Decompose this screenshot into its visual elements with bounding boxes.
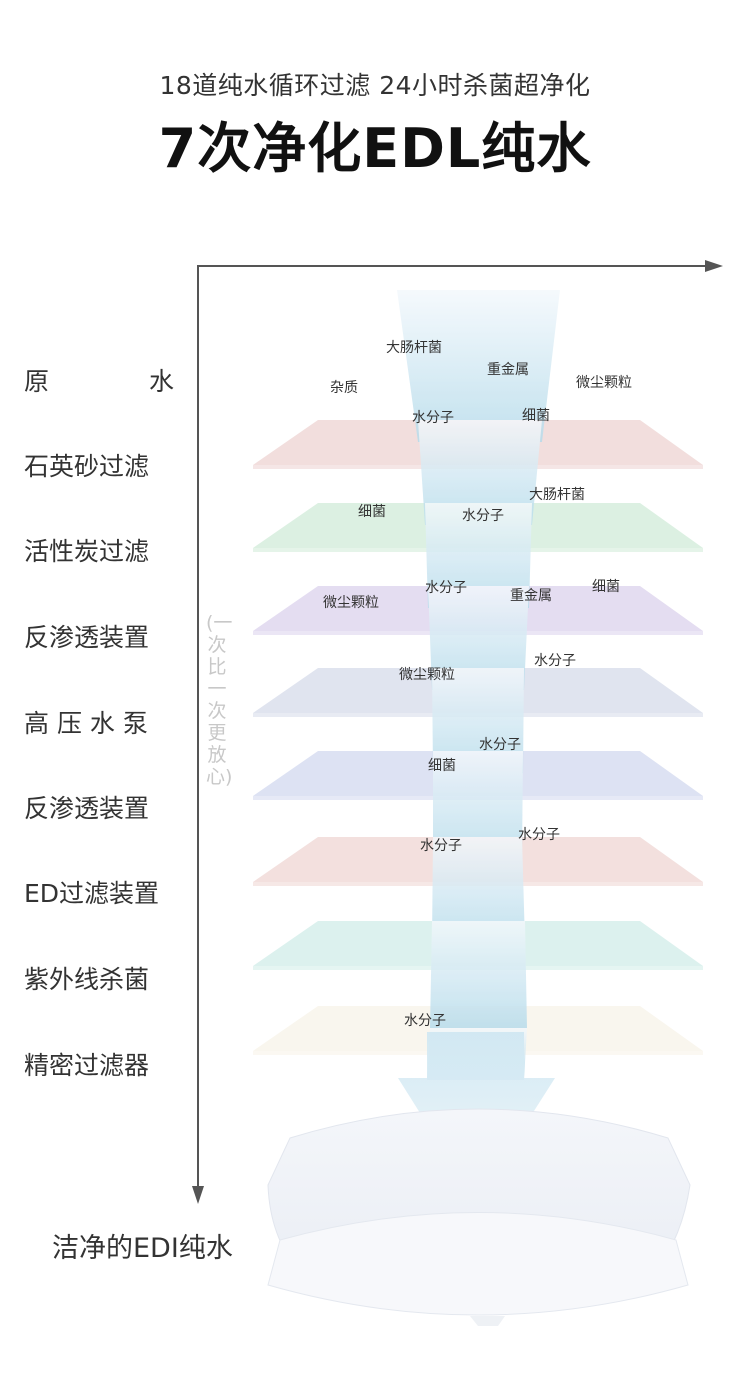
particle-label: 水分子	[404, 1013, 446, 1029]
particle-label: 细菌	[428, 758, 456, 774]
subtitle: 18道纯水循环过滤 24小时杀菌超净化	[159, 71, 591, 100]
particle-label: 细菌	[522, 408, 550, 424]
stage-label: 石英砂过滤	[24, 452, 150, 481]
left-axis-arrow	[192, 1186, 204, 1204]
beam-segment	[397, 290, 560, 442]
beam-segment	[428, 586, 529, 690]
page-title: 7次净化EDL纯水	[158, 117, 592, 180]
particle-label: 细菌	[358, 504, 386, 520]
particle-label: 水分子	[479, 737, 521, 753]
side-note: (一次比一次更放心)	[206, 612, 233, 788]
stage-label: 反渗透装置	[24, 794, 150, 823]
top-axis-line	[197, 265, 707, 267]
particle-label: 水分子	[518, 827, 560, 843]
stage-label-char: 原	[24, 367, 50, 396]
stage-label: 精密过滤器	[24, 1051, 150, 1080]
final-label: 洁净的EDI纯水	[52, 1233, 233, 1264]
particle-label: 水分子	[425, 580, 467, 596]
beam-segment	[425, 503, 532, 608]
top-axis-arrow	[705, 260, 723, 272]
particle-label: 大肠杆菌	[386, 340, 442, 356]
stage-label: 原水	[24, 362, 174, 398]
beam-segment	[430, 921, 527, 1028]
stage-label: 活性炭过滤	[24, 537, 150, 566]
particle-label: 水分子	[534, 653, 576, 669]
particle-label: 微尘颗粒	[323, 595, 379, 611]
bowl-inner-surface	[267, 1212, 689, 1316]
stage-label: 高 压 水 泵	[24, 709, 148, 738]
particle-label: 细菌	[592, 579, 620, 595]
bowl-spout	[470, 1316, 505, 1326]
clean-water-bowl	[267, 1108, 691, 1326]
beam-segment	[432, 837, 525, 943]
beam-segment	[433, 751, 523, 859]
beam-segment	[432, 668, 524, 773]
stage-label: ED过滤装置	[24, 879, 160, 908]
particle-label: 重金属	[487, 362, 529, 378]
left-axis-line	[197, 265, 199, 1190]
stage-label-char: 水	[148, 367, 174, 396]
beam-segment	[418, 420, 542, 525]
particle-label: 水分子	[420, 838, 462, 854]
particle-label: 水分子	[462, 508, 504, 524]
particle-label: 杂质	[330, 380, 358, 396]
particle-label: 重金属	[510, 588, 552, 604]
stage-label: 反渗透装置	[24, 623, 150, 652]
stage-label: 紫外线杀菌	[24, 965, 150, 994]
particle-label: 水分子	[412, 410, 454, 426]
particle-label: 微尘颗粒	[576, 375, 632, 391]
particle-label: 大肠杆菌	[529, 487, 585, 503]
particle-label: 微尘颗粒	[399, 667, 455, 683]
water-beam	[397, 290, 560, 1080]
